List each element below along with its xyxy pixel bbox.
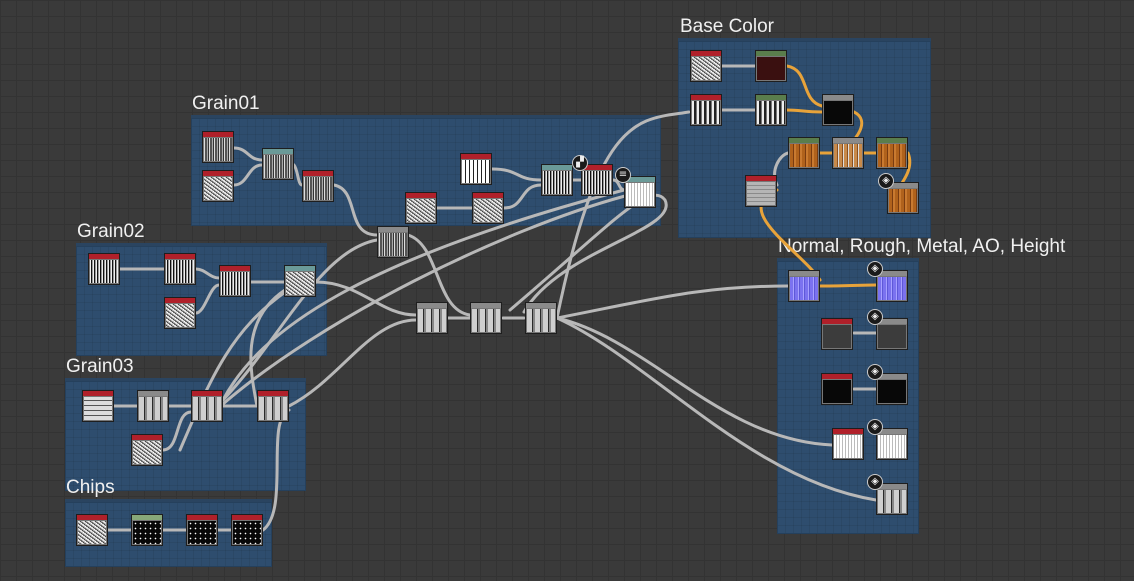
wire xyxy=(502,183,543,210)
cube-icon[interactable]: ◈ xyxy=(867,474,883,490)
wire xyxy=(232,146,264,162)
node-height-output[interactable] xyxy=(876,483,908,515)
node-basecolor-gradient-dark[interactable] xyxy=(755,50,787,82)
cube-icon[interactable]: ◈ xyxy=(867,309,883,325)
wire xyxy=(490,167,543,182)
node-chips-out[interactable] xyxy=(231,514,263,546)
cube-icon[interactable]: ◈ xyxy=(867,419,883,435)
node-basecolor-wood-b[interactable] xyxy=(832,137,864,169)
node-grain01-noise-a[interactable] xyxy=(405,192,437,224)
node-metallic-source[interactable] xyxy=(821,373,853,405)
node-basecolor-streak[interactable] xyxy=(690,94,722,126)
node-grain01-source-b[interactable] xyxy=(202,170,234,202)
node-grain02-streak[interactable] xyxy=(164,253,196,285)
node-chips-noise[interactable] xyxy=(76,514,108,546)
node-basecolor-mask[interactable] xyxy=(745,175,777,207)
wire xyxy=(232,163,264,187)
wire xyxy=(221,194,627,406)
node-basecolor-output[interactable] xyxy=(887,182,919,214)
wire-highlighted xyxy=(785,108,824,114)
node-grain01-output-preview[interactable] xyxy=(581,164,613,196)
node-blend-3[interactable] xyxy=(525,302,557,334)
node-ao-source[interactable] xyxy=(832,428,864,460)
node-grain02-mix[interactable] xyxy=(219,265,251,297)
node-roughness-source[interactable] xyxy=(821,318,853,350)
node-normal-source[interactable] xyxy=(788,270,820,302)
frame-title-chips: Chips xyxy=(66,477,115,498)
wire xyxy=(508,193,668,314)
node-grain03-planks[interactable] xyxy=(82,390,114,422)
node-ao-output[interactable] xyxy=(876,428,908,460)
wire xyxy=(555,110,691,320)
node-grain02-source[interactable] xyxy=(88,253,120,285)
node-basecolor-wood-c[interactable] xyxy=(876,137,908,169)
node-grain02-noise[interactable] xyxy=(164,297,196,329)
node-grain03-noise[interactable] xyxy=(131,434,163,466)
node-grain03-columns[interactable] xyxy=(137,390,169,422)
document-icon[interactable]: ≡ xyxy=(615,167,631,183)
node-blend-2[interactable] xyxy=(470,302,502,334)
node-grain01-final[interactable] xyxy=(624,176,656,208)
node-grain02-out[interactable] xyxy=(284,265,316,297)
cube-icon[interactable]: ◈ xyxy=(867,261,883,277)
frame-title-grain01: Grain01 xyxy=(192,93,260,114)
wire xyxy=(292,163,304,187)
wire xyxy=(555,316,878,502)
wire xyxy=(194,267,221,280)
wire xyxy=(314,280,418,317)
node-chips-level[interactable] xyxy=(186,514,218,546)
node-basecolor-gradient-streak[interactable] xyxy=(755,94,787,126)
cube-icon[interactable]: ◈ xyxy=(878,173,894,189)
node-chips-mask[interactable] xyxy=(131,514,163,546)
frame-title-grain03: Grain03 xyxy=(66,356,134,377)
cube-icon[interactable]: ◈ xyxy=(867,364,883,380)
node-basecolor-noise[interactable] xyxy=(690,50,722,82)
node-blend-1[interactable] xyxy=(416,302,448,334)
node-grain01-noise-b[interactable] xyxy=(472,192,504,224)
wire-highlighted xyxy=(785,64,824,108)
node-grain01-mix[interactable] xyxy=(541,164,573,196)
node-grain03-blend[interactable] xyxy=(191,390,223,422)
frame-title-normal-rough-metal-ao-height: Normal, Rough, Metal, AO, Height xyxy=(778,236,1066,257)
node-metallic-output[interactable] xyxy=(876,373,908,405)
frame-title-base-color: Base Color xyxy=(680,16,774,37)
node-grain01-source-a[interactable] xyxy=(202,131,234,163)
wire xyxy=(332,183,379,237)
node-grain01-blend[interactable] xyxy=(262,148,294,180)
wire xyxy=(221,238,379,402)
node-basecolor-blend[interactable] xyxy=(822,94,854,126)
wire xyxy=(555,316,834,447)
node-roughness-output[interactable] xyxy=(876,318,908,350)
node-grain01-tile[interactable] xyxy=(460,153,492,185)
wire xyxy=(221,188,626,402)
wire xyxy=(178,288,290,452)
node-blend-grain-combine[interactable] xyxy=(377,226,409,258)
node-grain03-out[interactable] xyxy=(257,390,289,422)
node-basecolor-wood-a[interactable] xyxy=(788,137,820,169)
wire xyxy=(194,283,221,315)
wire xyxy=(406,233,472,317)
wire xyxy=(161,410,193,452)
wire xyxy=(555,284,790,320)
wire xyxy=(287,318,418,408)
checker-icon[interactable]: ▞ xyxy=(572,155,588,171)
wire-highlighted xyxy=(818,283,878,288)
frame-title-grain02: Grain02 xyxy=(77,221,145,242)
node-grain01-warp[interactable] xyxy=(302,170,334,202)
wire xyxy=(261,408,291,532)
node-normal-output[interactable] xyxy=(876,270,908,302)
